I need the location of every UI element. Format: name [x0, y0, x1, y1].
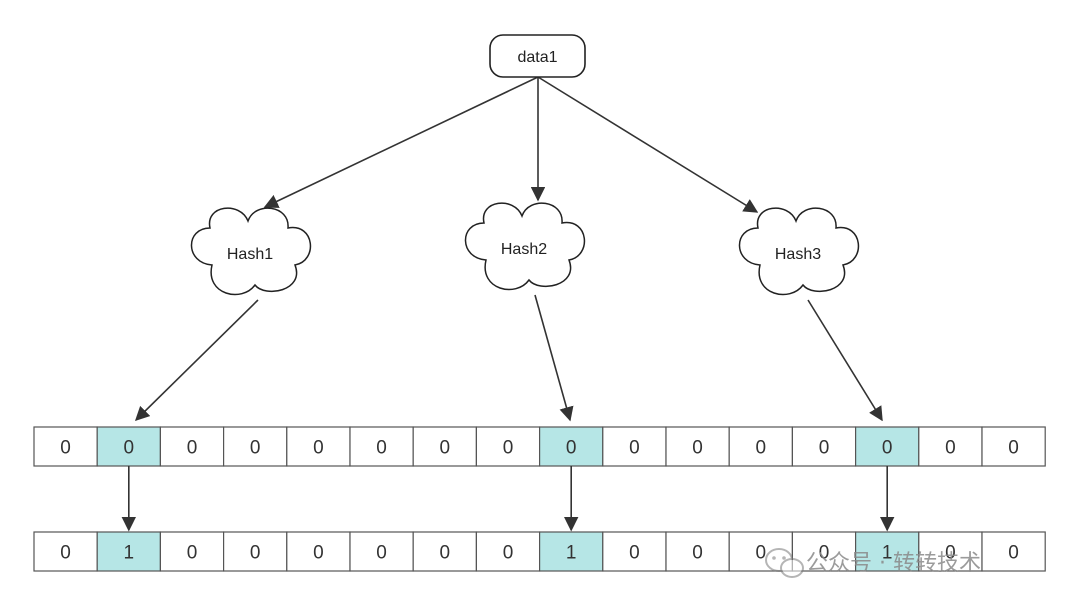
- bit-after-cell-value: 0: [945, 543, 956, 564]
- arrow-data1-to-hash1: [263, 76, 539, 208]
- bit-after-cell-value: 0: [313, 543, 324, 564]
- source-label: data1: [517, 49, 557, 66]
- bit-after-cell-value: 1: [566, 543, 577, 564]
- bit-before-cell-14: 0: [918, 426, 983, 467]
- bit-after-cell-value: 0: [756, 543, 767, 564]
- bit-before-cell-value: 0: [313, 438, 324, 459]
- bit-after-cell-value: 0: [250, 543, 261, 564]
- bit-before-cell-value: 0: [187, 438, 198, 459]
- bit-before-cell-value: 0: [629, 438, 640, 459]
- bit-array-before: 0 0 0 0 0 0 0 0 0 0 0 0 0 0 0 0: [33, 426, 1046, 467]
- bit-after-cell-3: 0: [223, 531, 288, 572]
- bit-before-cell-1: 0: [96, 426, 161, 467]
- bit-before-cell-10: 0: [665, 426, 730, 467]
- bit-after-cell-value: 0: [60, 543, 71, 564]
- bit-after-cell-6: 0: [412, 531, 478, 572]
- bit-after-cell-value: 0: [1008, 543, 1019, 564]
- bit-after-cell-9: 0: [602, 531, 667, 572]
- hash3-cloud: Hash3: [738, 207, 860, 296]
- bit-before-cell-value: 0: [945, 438, 956, 459]
- bit-before-cell-value: 0: [503, 438, 514, 459]
- watermark: 公众号 · 转转技术: [765, 548, 981, 578]
- bit-after-cell-10: 0: [665, 531, 730, 572]
- bit-after-cell-8: 1: [538, 531, 604, 572]
- bit-after-cell-value: 0: [819, 543, 830, 564]
- hash2-label: Hash2: [501, 241, 547, 258]
- hash3-label: Hash3: [775, 246, 821, 263]
- bit-before-cell-9: 0: [602, 426, 667, 467]
- bit-after-cell-4: 0: [286, 531, 351, 572]
- wechat-icon: [765, 548, 804, 578]
- bit-after-cell-5: 0: [349, 531, 414, 572]
- bit-after-cell-value: 0: [629, 543, 640, 564]
- hash2-cloud: Hash2: [464, 202, 586, 291]
- bit-after-cell-0: 0: [33, 531, 98, 572]
- source-node: data1: [489, 34, 586, 78]
- bit-before-cell-6: 0: [412, 426, 478, 467]
- bit-after-cell-1: 1: [96, 531, 161, 572]
- bit-before-cell-value: 0: [250, 438, 261, 459]
- bit-before-cell-value: 0: [440, 438, 451, 459]
- bit-after-cell-value: 0: [376, 543, 387, 564]
- arrow-hash3-to-bit: [807, 299, 883, 422]
- bit-before-cell-0: 0: [33, 426, 98, 467]
- bit-after-cell-value: 1: [882, 543, 893, 564]
- arrow-hash2-to-bit: [534, 294, 574, 422]
- bit-before-cell-value: 0: [692, 438, 703, 459]
- bit-after-cell-7: 0: [475, 531, 541, 572]
- bit-after-cell-value: 0: [503, 543, 514, 564]
- bit-before-cell-value: 0: [882, 438, 893, 459]
- bit-set-arrows: [121, 466, 895, 532]
- bit-after-cell-value: 0: [692, 543, 703, 564]
- bit-before-cell-3: 0: [223, 426, 288, 467]
- bit-before-cell-value: 0: [124, 438, 135, 459]
- bit-before-cell-12: 0: [791, 426, 857, 467]
- bit-before-cell-11: 0: [728, 426, 794, 467]
- hash1-label: Hash1: [227, 246, 273, 263]
- bit-after-cell-14: 0: [918, 531, 983, 572]
- bit-after-cell-value: 1: [124, 543, 135, 564]
- bit-before-cell-value: 0: [1008, 438, 1019, 459]
- bit-before-cell-2: 0: [159, 426, 225, 467]
- bit-before-cell-value: 0: [819, 438, 830, 459]
- arrow-data1-to-hash3: [537, 76, 759, 213]
- bit-before-cell-5: 0: [349, 426, 414, 467]
- bit-before-cell-value: 0: [566, 438, 577, 459]
- bit-before-cell-value: 0: [376, 438, 387, 459]
- watermark-text: 公众号 · 转转技术: [806, 551, 981, 576]
- bit-before-cell-7: 0: [475, 426, 541, 467]
- bit-after-cell-2: 0: [159, 531, 225, 572]
- source-to-hash-arrows: [263, 76, 759, 213]
- bit-before-cell-13: 0: [854, 426, 920, 467]
- bit-before-cell-8: 0: [538, 426, 604, 467]
- bit-after-cell-value: 0: [187, 543, 198, 564]
- bit-after-cell-15: 0: [981, 531, 1046, 572]
- hash1-cloud: Hash1: [190, 207, 312, 296]
- bit-before-cell-value: 0: [756, 438, 767, 459]
- hash-to-bit-arrows: [134, 294, 883, 422]
- bit-array-after: 0 1 0 0 0 0 0 0 1 0 0 0 0 1 0 0: [33, 531, 1046, 572]
- bit-before-cell-15: 0: [981, 426, 1046, 467]
- bit-before-cell-4: 0: [286, 426, 351, 467]
- bit-before-cell-value: 0: [60, 438, 71, 459]
- bit-after-cell-value: 0: [440, 543, 451, 564]
- arrow-hash1-to-bit: [134, 299, 259, 422]
